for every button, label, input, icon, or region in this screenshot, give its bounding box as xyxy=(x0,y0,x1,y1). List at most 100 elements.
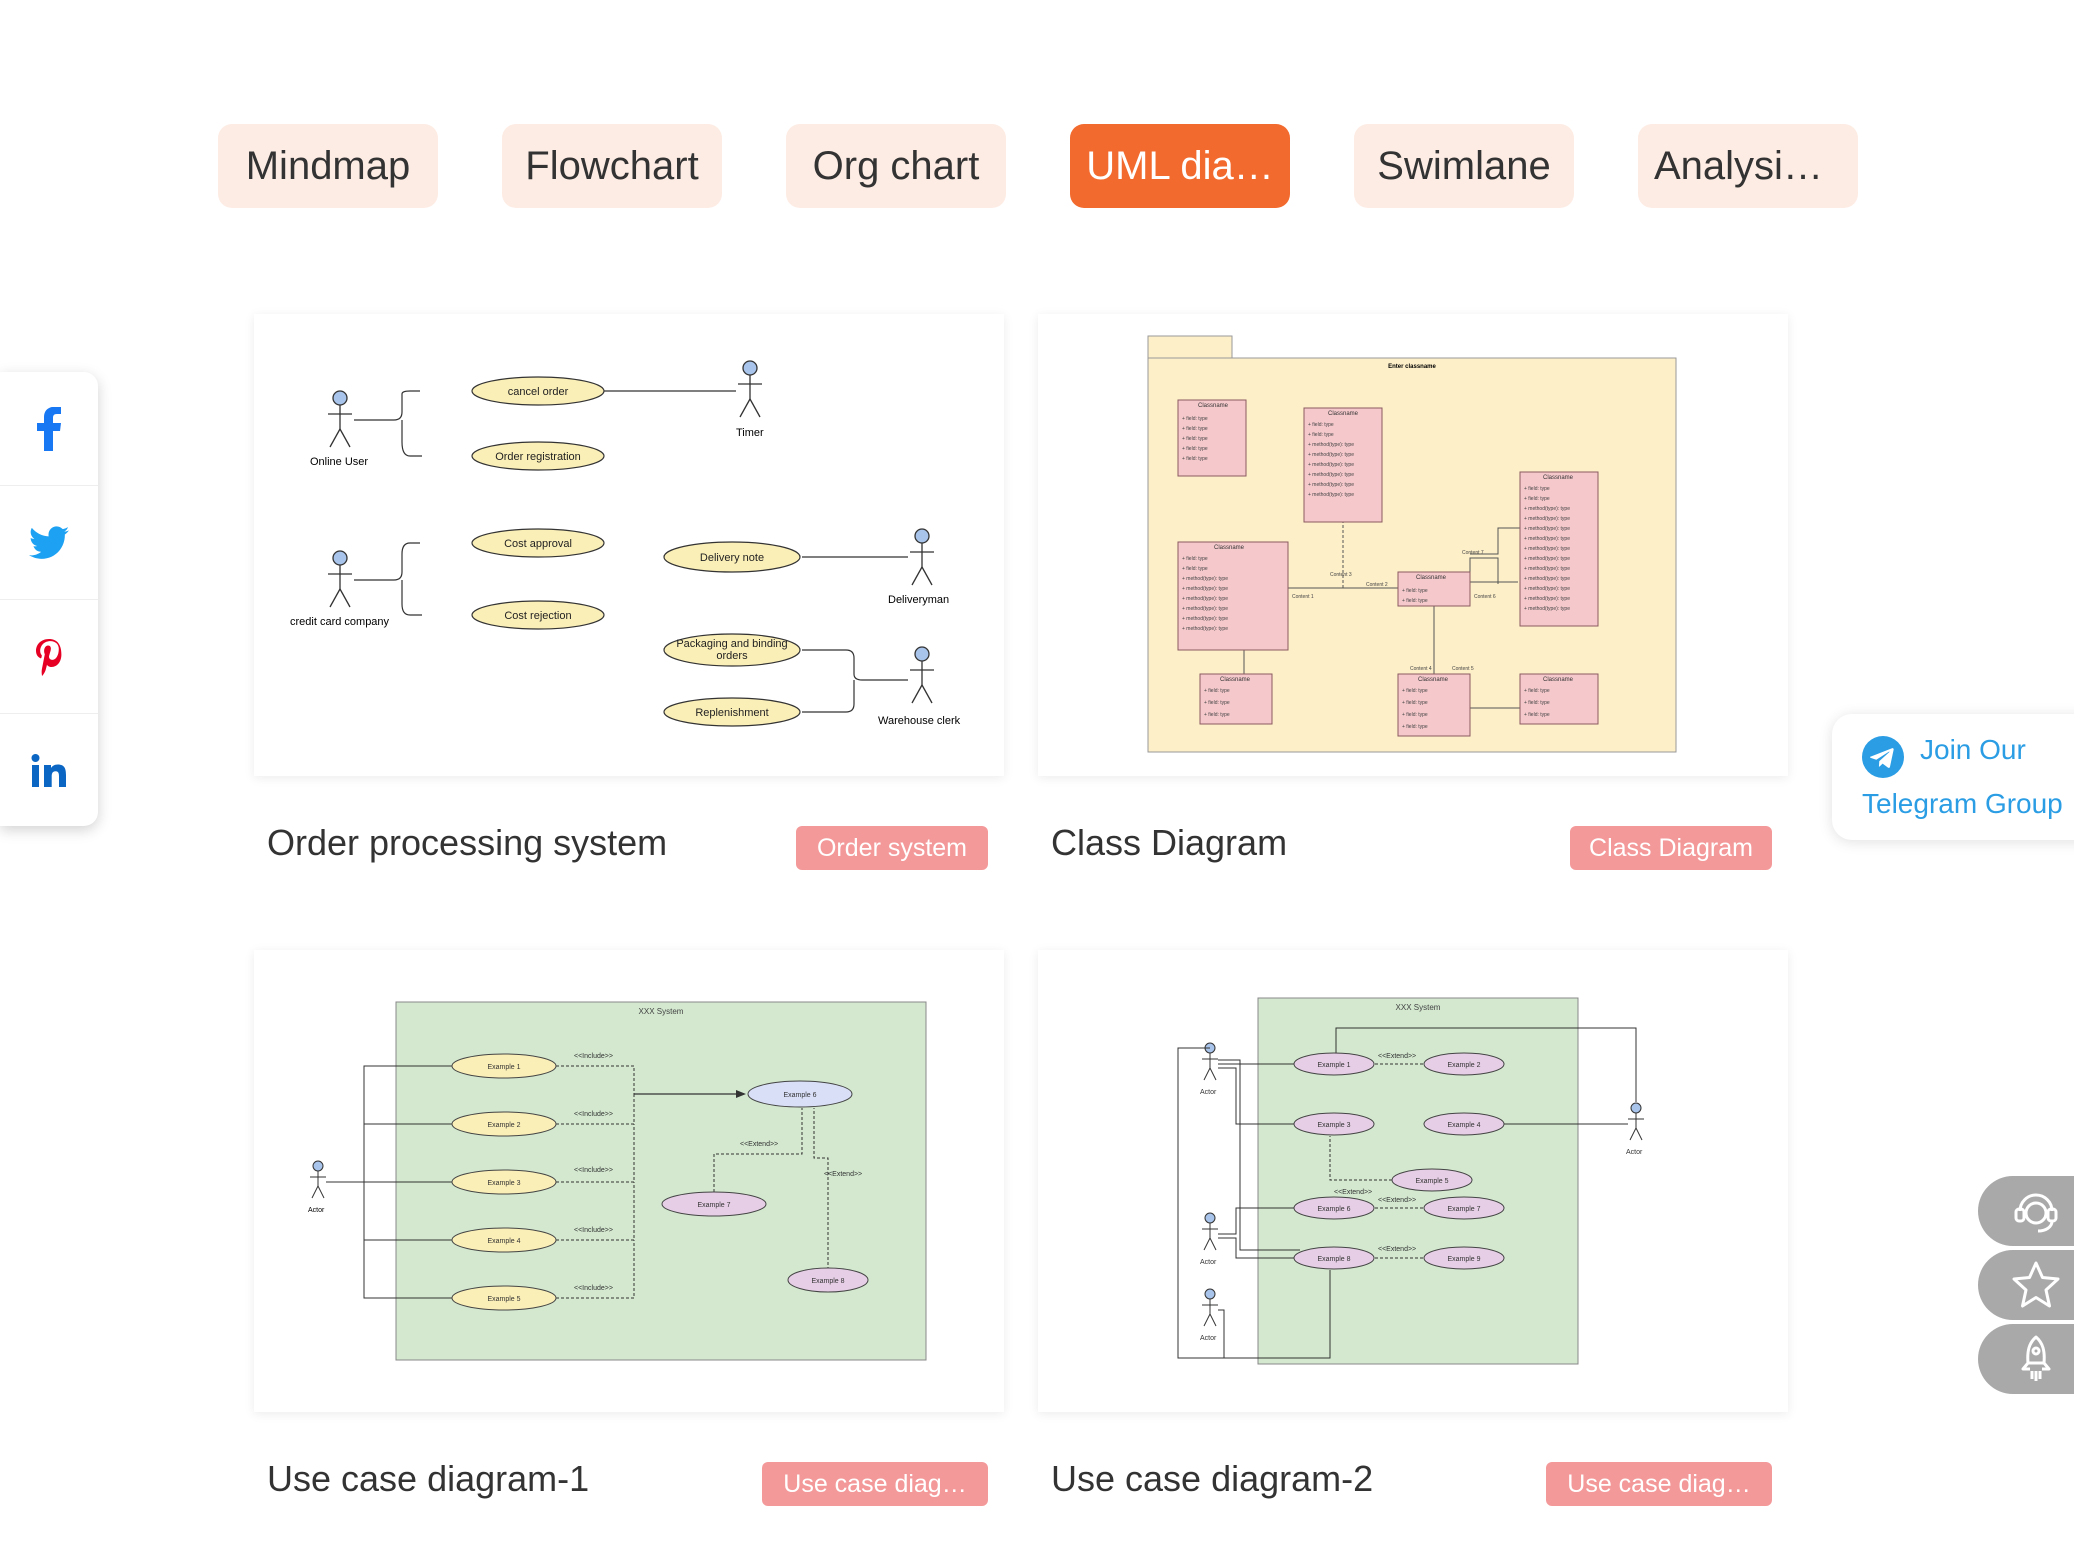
linkedin-share-button[interactable] xyxy=(0,714,98,827)
actor-credit-card-company xyxy=(328,550,352,608)
svg-text:+ field: type: + field: type xyxy=(1182,436,1208,442)
use-case-2-thumbnail: XXX System Actor Actor Actor Actor xyxy=(1177,997,1644,1365)
tab-mindmap[interactable]: Mindmap xyxy=(218,124,438,208)
actor-label: Actor xyxy=(308,1207,325,1214)
back-to-top-button[interactable] xyxy=(1978,1324,2074,1394)
svg-text:Example 7: Example 7 xyxy=(1447,1206,1480,1213)
class-members: + field: type + field: type + field: typ… xyxy=(1182,416,1570,730)
svg-text:+ method(type): type: + method(type): type xyxy=(1524,556,1570,562)
svg-text:<<Extend>>: <<Extend>> xyxy=(740,1141,778,1148)
card-title[interactable]: Use case diagram-2 xyxy=(1051,1458,1374,1499)
card-tag[interactable]: Order system xyxy=(796,826,988,870)
svg-text:+ method(type): type: + method(type): type xyxy=(1182,606,1228,612)
pinterest-icon xyxy=(36,638,62,676)
social-share-bar xyxy=(0,372,98,826)
svg-text:<<Extend>>: <<Extend>> xyxy=(1378,1246,1416,1253)
actor-label: Deliveryman xyxy=(888,594,949,606)
favorite-button[interactable] xyxy=(1978,1250,2074,1320)
actor-timer xyxy=(738,360,762,418)
svg-text:+ field: type: + field: type xyxy=(1182,416,1208,422)
use-case-labels: Example 1 Example 2 Example 3 Example 4 … xyxy=(1317,1062,1480,1263)
svg-text:+ field: type: + field: type xyxy=(1524,712,1550,718)
class-name: Classname xyxy=(1543,475,1574,481)
svg-text:+ method(type): type: + method(type): type xyxy=(1524,546,1570,552)
rocket-icon xyxy=(2021,1335,2051,1381)
tab-analysis[interactable]: Analysis … xyxy=(1638,124,1858,208)
svg-text:Example 5: Example 5 xyxy=(1415,1178,1448,1185)
actors xyxy=(1202,1042,1644,1327)
use-case-label: Cost rejection xyxy=(504,610,571,622)
card-title[interactable]: Use case diagram-1 xyxy=(267,1458,590,1499)
tab-org-chart[interactable]: Org chart xyxy=(786,124,1006,208)
svg-text:Example 5: Example 5 xyxy=(487,1296,520,1303)
support-agent-icon xyxy=(2014,1193,2058,1233)
facebook-icon xyxy=(37,406,61,451)
card-title[interactable]: Class Diagram xyxy=(1051,822,1288,863)
use-cases xyxy=(451,1053,869,1311)
svg-text:+ field: type: + field: type xyxy=(1204,712,1230,718)
card-tag[interactable]: Class Diagram xyxy=(1570,826,1772,870)
svg-text:+ field: type: + field: type xyxy=(1204,688,1230,694)
svg-text:+ field: type: + field: type xyxy=(1182,426,1208,432)
template-card-class-diagram[interactable]: Enter classname Classname Classname xyxy=(1038,314,1788,776)
actor-warehouse-clerk xyxy=(910,646,934,704)
template-card-use-case-2[interactable]: XXX System Actor Actor Actor Actor xyxy=(1038,950,1788,1412)
pinterest-share-button[interactable] xyxy=(0,600,98,714)
svg-text:+ field: type: + field: type xyxy=(1402,712,1428,718)
twitter-share-button[interactable] xyxy=(0,486,98,600)
svg-text:Example 8: Example 8 xyxy=(1317,1256,1350,1263)
tab-swimlane[interactable]: Swimlane xyxy=(1354,124,1574,208)
class-name: Classname xyxy=(1328,411,1359,417)
svg-text:Example 4: Example 4 xyxy=(487,1238,520,1245)
order-processing-diagram-thumbnail: Online User Timer credit card company De… xyxy=(290,360,961,727)
svg-text:<<Include>>: <<Include>> xyxy=(574,1285,613,1292)
use-cases xyxy=(471,376,801,727)
svg-text:+ method(type): type: + method(type): type xyxy=(1524,506,1570,512)
card-tag[interactable]: Use case diag… xyxy=(1546,1462,1772,1506)
actor-connectors xyxy=(326,1065,452,1299)
svg-text:+ method(type): type: + method(type): type xyxy=(1308,442,1354,448)
actor-label: credit card company xyxy=(290,616,390,628)
use-case-label: Cost approval xyxy=(504,538,572,550)
svg-text:+ method(type): type: + method(type): type xyxy=(1308,482,1354,488)
tab-flowchart[interactable]: Flowchart xyxy=(502,124,722,208)
class-name: Classname xyxy=(1418,677,1449,683)
svg-text:+ field: type: + field: type xyxy=(1182,446,1208,452)
class-name: Classname xyxy=(1198,403,1229,409)
use-case-label: cancel order xyxy=(508,386,569,398)
use-case-1-thumbnail: XXX System Actor xyxy=(308,1001,927,1361)
tab-uml-diagram[interactable]: UML dia… xyxy=(1070,124,1290,208)
template-card-use-case-1[interactable]: XXX System Actor xyxy=(254,950,1004,1412)
support-button[interactable] xyxy=(1978,1176,2074,1246)
card-title[interactable]: Order processing system xyxy=(267,822,668,863)
use-case-label: Order registration xyxy=(495,451,581,463)
svg-text:+ method(type): type: + method(type): type xyxy=(1182,586,1228,592)
system-title: XXX System xyxy=(1396,1003,1441,1012)
svg-text:Actor: Actor xyxy=(1200,1089,1217,1096)
svg-text:+ field: type: + field: type xyxy=(1308,432,1334,438)
actor-label: Online User xyxy=(310,456,368,468)
svg-text:+ field: type: + field: type xyxy=(1524,496,1550,502)
actor-deliveryman xyxy=(910,528,934,586)
svg-text:Example 1: Example 1 xyxy=(487,1064,520,1071)
svg-text:<<Extend>>: <<Extend>> xyxy=(1378,1053,1416,1060)
telegram-join-widget[interactable]: Join Our Telegram Group xyxy=(1832,714,2074,840)
svg-text:+ field: type: + field: type xyxy=(1182,566,1208,572)
svg-text:+ field: type: + field: type xyxy=(1308,422,1334,428)
svg-text:Example 3: Example 3 xyxy=(1317,1122,1350,1129)
svg-text:<<Include>>: <<Include>> xyxy=(574,1227,613,1234)
svg-text:+ method(type): type: + method(type): type xyxy=(1524,566,1570,572)
svg-text:+ field: type: + field: type xyxy=(1402,700,1428,706)
svg-text:Actor: Actor xyxy=(1626,1149,1643,1156)
svg-text:+ method(type): type: + method(type): type xyxy=(1524,596,1570,602)
use-case-label: orders xyxy=(716,650,748,662)
template-card-order-processing[interactable]: Online User Timer credit card company De… xyxy=(254,314,1004,776)
card-tag[interactable]: Use case diag… xyxy=(762,1462,988,1506)
actor-label: Timer xyxy=(736,427,764,439)
actor xyxy=(310,1160,326,1199)
svg-text:Example 6: Example 6 xyxy=(783,1092,816,1099)
facebook-share-button[interactable] xyxy=(0,372,98,486)
svg-text:+ field: type: + field: type xyxy=(1182,556,1208,562)
actor-online-user xyxy=(328,390,352,448)
svg-text:+ method(type): type: + method(type): type xyxy=(1308,462,1354,468)
